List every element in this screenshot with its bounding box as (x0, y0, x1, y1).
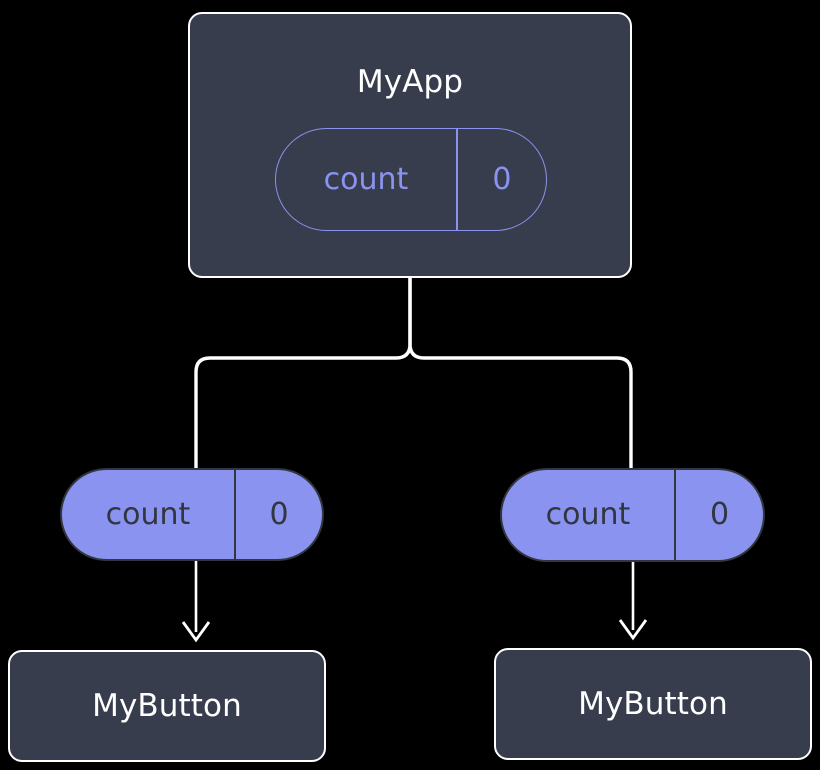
state-pill-divider (456, 129, 458, 230)
state-pill-child-left[interactable]: count 0 (60, 468, 324, 561)
state-pill-value: 0 (492, 161, 512, 197)
edge-myapp-to-right-state (408, 276, 633, 470)
component-node-myapp[interactable]: MyApp (188, 12, 632, 278)
state-pill-value: 0 (269, 496, 289, 532)
state-pill-key: count (545, 497, 631, 532)
state-pill-divider (674, 470, 676, 560)
state-pill-myapp[interactable]: count 0 (275, 128, 547, 231)
state-pill-child-right[interactable]: count 0 (500, 468, 765, 562)
state-pill-divider (234, 470, 236, 559)
arrowhead-right-button (618, 619, 648, 641)
arrowhead-left-button (181, 621, 211, 643)
component-title-myapp: MyApp (356, 64, 464, 100)
state-pill-key: count (105, 496, 191, 532)
component-title-mybutton: MyButton (578, 685, 728, 722)
component-title-mybutton: MyButton (92, 687, 242, 724)
component-node-mybutton-left[interactable]: MyButton (8, 650, 326, 762)
state-pill-value: 0 (709, 497, 730, 532)
state-pill-key: count (323, 161, 409, 197)
component-node-mybutton-right[interactable]: MyButton (494, 648, 812, 760)
